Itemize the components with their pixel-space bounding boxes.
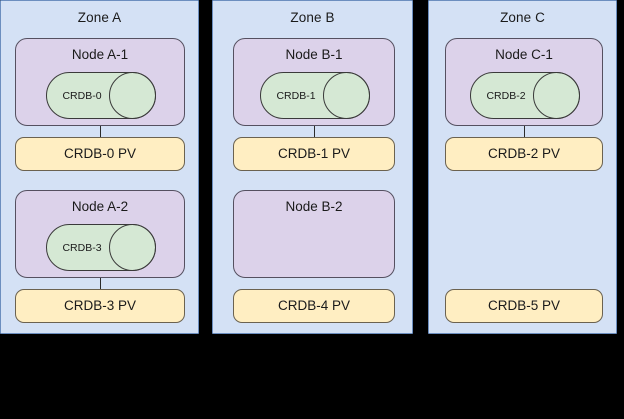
pv-box-crdb-4[interactable]: CRDB-4 PV — [233, 289, 395, 323]
database-cylinder-icon[interactable]: CRDB-0 — [46, 72, 156, 119]
cylinder-cap — [109, 72, 156, 119]
cylinder-cap — [109, 224, 156, 271]
pv-label: CRDB-0 PV — [63, 146, 136, 161]
database-label: CRDB-3 — [62, 241, 102, 254]
node-title-b-2: Node B-2 — [285, 199, 343, 214]
pv-label: CRDB-3 PV — [63, 298, 136, 313]
pv-box-crdb-5[interactable]: CRDB-5 PV — [445, 289, 603, 323]
pv-box-crdb-3[interactable]: CRDB-3 PV — [15, 289, 185, 323]
zone-container-a[interactable]: Zone A Node A-1 CRDB-0 CRDB-0 PV Node A-… — [0, 0, 199, 334]
cylinder-cap — [533, 72, 580, 119]
zone-title-b: Zone B — [290, 10, 335, 25]
zone-title-c: Zone C — [500, 10, 545, 25]
zone-title-a: Zone A — [77, 10, 122, 25]
database-cylinder-icon[interactable]: CRDB-1 — [260, 72, 370, 119]
pv-label: CRDB-4 PV — [277, 298, 350, 313]
zone-container-c[interactable]: Zone C Node C-1 CRDB-2 CRDB-2 PV CRDB-5 … — [428, 0, 617, 334]
pv-label: CRDB-1 PV — [277, 146, 350, 161]
pv-box-crdb-2[interactable]: CRDB-2 PV — [445, 137, 603, 171]
pv-box-crdb-1[interactable]: CRDB-1 PV — [233, 137, 395, 171]
node-title-c-1: Node C-1 — [495, 47, 553, 62]
database-label: CRDB-2 — [486, 89, 526, 102]
connector-c-1 — [524, 126, 525, 137]
node-title-b-1: Node B-1 — [285, 47, 343, 62]
database-cylinder-icon[interactable]: CRDB-3 — [46, 224, 156, 271]
node-box-c-1[interactable]: Node C-1 CRDB-2 — [445, 38, 603, 126]
database-cylinder-icon[interactable]: CRDB-2 — [470, 72, 580, 119]
connector-b-1 — [314, 126, 315, 137]
pv-label: CRDB-5 PV — [487, 298, 560, 313]
node-box-b-1[interactable]: Node B-1 CRDB-1 — [233, 38, 395, 126]
cylinder-cap — [323, 72, 370, 119]
node-box-b-2[interactable]: Node B-2 — [233, 190, 395, 278]
zone-container-b[interactable]: Zone B Node B-1 CRDB-1 CRDB-1 PV Node B-… — [212, 0, 413, 334]
connector-a-1 — [100, 126, 101, 137]
node-box-a-2[interactable]: Node A-2 CRDB-3 — [15, 190, 185, 278]
node-title-a-2: Node A-2 — [71, 199, 129, 214]
database-label: CRDB-0 — [62, 89, 102, 102]
connector-a-2 — [100, 278, 101, 289]
node-title-a-1: Node A-1 — [71, 47, 129, 62]
pv-label: CRDB-2 PV — [487, 146, 560, 161]
database-label: CRDB-1 — [276, 89, 316, 102]
node-box-a-1[interactable]: Node A-1 CRDB-0 — [15, 38, 185, 126]
pv-box-crdb-0[interactable]: CRDB-0 PV — [15, 137, 185, 171]
